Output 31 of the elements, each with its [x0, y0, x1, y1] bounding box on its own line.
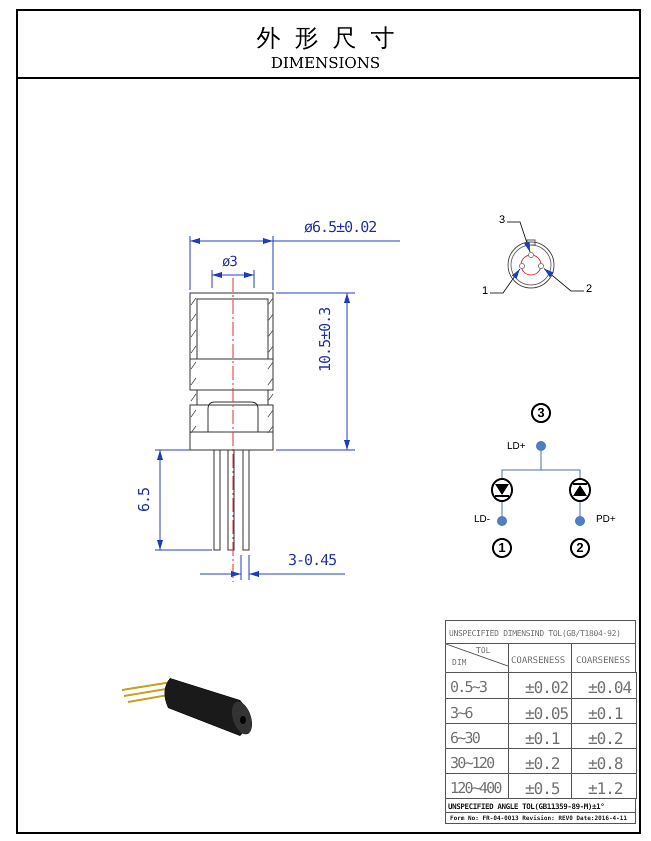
pin-symbol — [528, 252, 534, 258]
column-header: TOL — [476, 647, 490, 655]
photodiode-symbol — [569, 478, 591, 502]
wire — [540, 450, 580, 478]
pin-number: 3 — [531, 403, 551, 423]
table-title: UNSPECIFIED DIMENSIND TOL(GB/T1804-92) — [445, 620, 636, 644]
laser-diode-symbol — [491, 478, 513, 502]
dimension-label: ø6.5±0.02 — [304, 220, 376, 235]
leader-line — [544, 268, 584, 292]
terminal-dot — [497, 516, 507, 526]
leader-line — [490, 268, 520, 294]
pin-symbol — [519, 263, 525, 269]
row-header: DIM — [452, 659, 466, 667]
dimension-label: 10.5±0.3 — [318, 308, 333, 372]
pin-number: 2 — [570, 538, 590, 558]
title: 外形尺寸 — [256, 26, 410, 50]
callout-number: 2 — [584, 284, 594, 295]
dimension-label: ø3 — [222, 255, 237, 269]
subtitle: DIMENSIONS — [270, 56, 382, 71]
pin-number: 1 — [492, 538, 512, 558]
terminal-dot — [536, 441, 546, 451]
dimension-label: 3-0.45 — [288, 553, 336, 568]
dimension-label: 6.5 — [137, 488, 152, 512]
callout-number: 1 — [480, 286, 490, 297]
terminal-label: PD+ — [596, 515, 616, 525]
terminal-dot — [575, 516, 585, 526]
callout-number: 3 — [497, 215, 507, 226]
terminal-label: LD- — [474, 515, 490, 525]
pin-symbol — [538, 263, 544, 269]
leader-line — [506, 222, 530, 252]
terminal-label: LD+ — [507, 442, 526, 452]
